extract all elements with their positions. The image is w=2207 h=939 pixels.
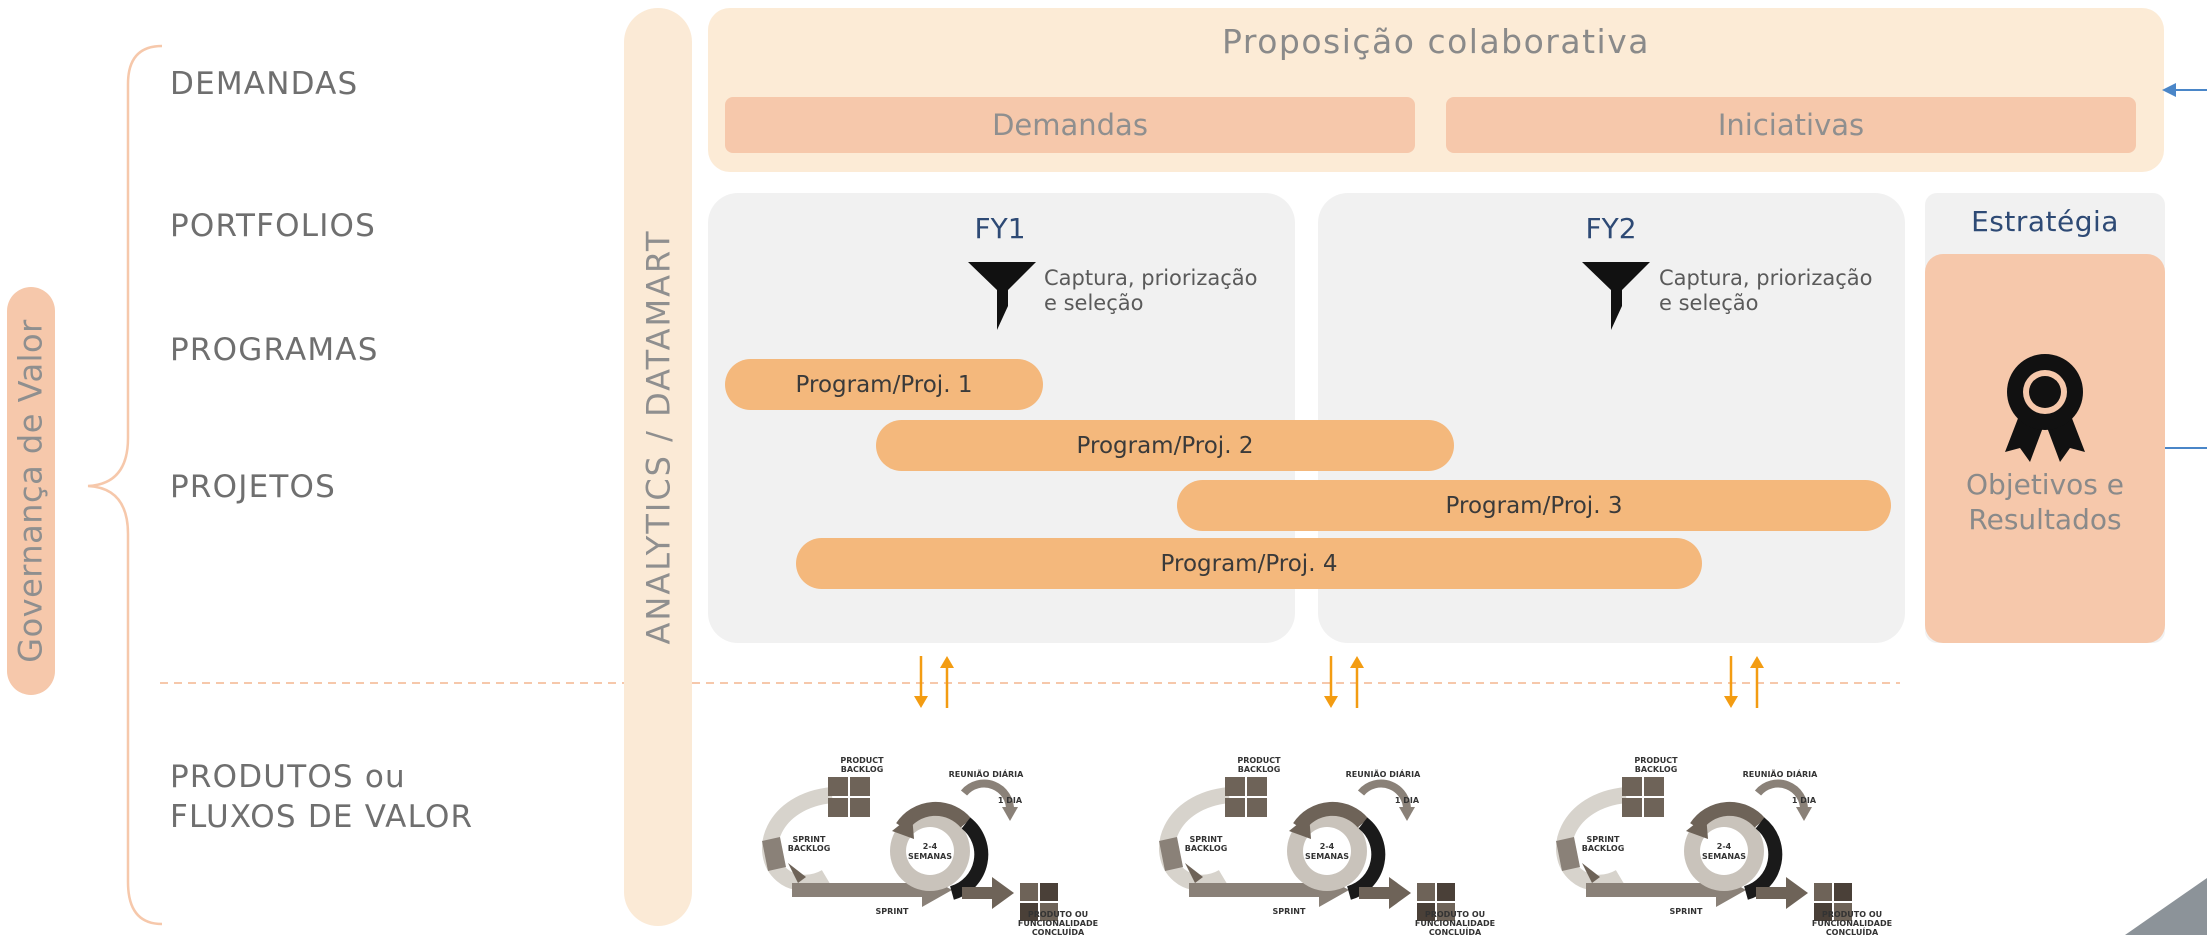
sprint-backlog-l1: SPRINT [793,835,826,844]
sprint-label: SPRINT [1670,907,1703,916]
sprint-backlog-l2: BACKLOG [1185,844,1228,853]
level-demandas: DEMANDAS [170,66,359,102]
arrow-left-icon [2162,83,2207,97]
sync-arrows-icon [914,656,954,708]
semanas-l1: 2-4 [923,842,938,851]
analytics-label-wrap: ANALYTICS / DATAMART [624,8,692,926]
scrum-cycle-3: PRODUCT BACKLOG SPRINT BACKLOG REUNIÃO D… [1546,753,1906,937]
corner-triangle [2125,878,2207,935]
produto-l2: FUNCIONALIDADE [1018,919,1098,928]
sprint-backlog-l1: SPRINT [1587,835,1620,844]
reuniao-label: REUNIÃO DIÁRIA [1346,768,1422,779]
box-demandas: Demandas [725,97,1415,153]
sync-arrows-icon [1724,656,1764,708]
sync-arrows-icon [1324,656,1364,708]
reuniao-label: REUNIÃO DIÁRIA [949,768,1025,779]
produto-l1: PRODUTO OU [1822,910,1882,919]
governance-pill [7,287,55,695]
funnel-icon [968,262,1036,330]
fy2-note-line2: e seleção [1659,291,1759,315]
produto-l1: PRODUTO OU [1028,910,1088,919]
um-dia-label: 1 DIA [1395,796,1420,805]
level-produtos-line1: PRODUTOS ou [170,759,406,795]
semanas-l2: SEMANAS [1305,852,1349,861]
scrum-cycle-1: PRODUCT BACKLOG SPRINT BACKLOG REUNIÃO D… [752,753,1112,937]
sprint-backlog-l2: BACKLOG [788,844,831,853]
semanas-l2: SEMANAS [1702,852,1746,861]
program-bar-2: Program/Proj. 2 [876,420,1454,471]
product-backlog-l2: BACKLOG [1238,765,1281,774]
scrum-cycle-icon: PRODUCT BACKLOG SPRINT BACKLOG REUNIÃO D… [1159,756,1495,937]
sprint-backlog-l1: SPRINT [1190,835,1223,844]
fy2-title: FY2 [1585,212,1637,245]
semanas-l2: SEMANAS [908,852,952,861]
award-ribbon-icon [2005,354,2085,462]
semanas-l1: 2-4 [1320,842,1335,851]
connector-line [2165,447,2207,449]
produto-l3: CONCLUÍDA [1826,926,1879,935]
fy1-note-line2: e seleção [1044,291,1144,315]
sprint-label: SPRINT [1273,907,1306,916]
proposicao-title: Proposição colaborativa [1222,22,1650,61]
scrum-cycle-icon: PRODUCT BACKLOG SPRINT BACKLOG REUNIÃO D… [1556,756,1892,937]
program-bar-1: Program/Proj. 1 [725,359,1043,410]
product-backlog-l1: PRODUCT [840,756,884,765]
level-programas: PROGRAMAS [170,332,379,368]
reuniao-label: REUNIÃO DIÁRIA [1743,768,1819,779]
product-backlog-l2: BACKLOG [1635,765,1678,774]
produto-l2: FUNCIONALIDADE [1812,919,1892,928]
fy1-note-line1: Captura, priorização [1044,266,1258,290]
level-projetos: PROJETOS [170,469,336,505]
semanas-l1: 2-4 [1717,842,1732,851]
box-iniciativas: Iniciativas [1446,97,2136,153]
estrategia-box [1925,254,2165,643]
scrum-cycle-icon: PRODUCT BACKLOG SPRINT BACKLOG REUNIÃO D… [762,756,1098,937]
sprint-label: SPRINT [876,907,909,916]
governance-label: Governança de Valor [12,319,51,663]
level-portfolios: PORTFOLIOS [170,208,377,244]
estrategia-result-line1: Objetivos e [1966,468,2124,501]
produto-l3: CONCLUÍDA [1032,926,1085,935]
funnel-icon [1582,262,1650,330]
program-bar-3: Program/Proj. 3 [1177,480,1891,531]
scrum-cycle-2: PRODUCT BACKLOG SPRINT BACKLOG REUNIÃO D… [1149,753,1509,937]
analytics-pill [624,8,692,926]
estrategia-result-line2: Resultados [1968,503,2122,536]
product-backlog-l2: BACKLOG [841,765,884,774]
analytics-label: ANALYTICS / DATAMART [639,229,677,645]
um-dia-label: 1 DIA [1792,796,1817,805]
fy1-title: FY1 [974,212,1026,245]
dashed-separator [160,682,1900,684]
fy2-note-line1: Captura, priorização [1659,266,1873,290]
sprint-backlog-l2: BACKLOG [1582,844,1625,853]
product-backlog-l1: PRODUCT [1237,756,1281,765]
level-produtos-line2: FLUXOS DE VALOR [170,799,474,835]
um-dia-label: 1 DIA [998,796,1023,805]
produto-l1: PRODUTO OU [1425,910,1485,919]
governance-label-wrap: Governança de Valor [7,287,55,695]
program-bar-4: Program/Proj. 4 [796,538,1702,589]
estrategia-title: Estratégia [1971,205,2119,238]
product-backlog-l1: PRODUCT [1634,756,1678,765]
produto-l2: FUNCIONALIDADE [1415,919,1495,928]
bracket-icon [87,44,163,926]
produto-l3: CONCLUÍDA [1429,926,1482,935]
